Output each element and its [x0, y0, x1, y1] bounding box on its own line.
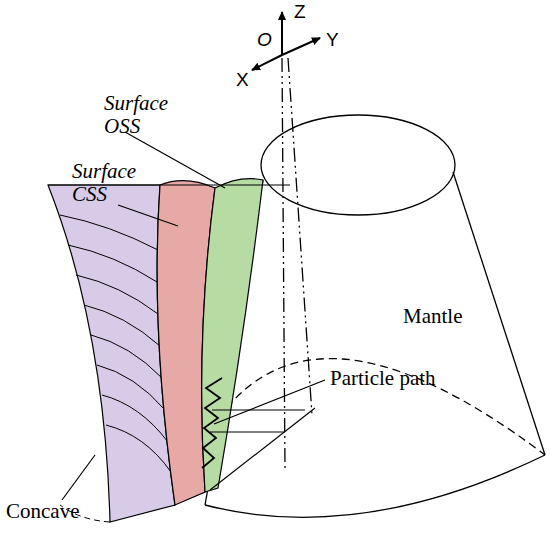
surface-label: Surface CSS: [72, 160, 152, 206]
axis-label: X: [236, 70, 249, 91]
part-label: Concave: [6, 500, 79, 523]
part-label: Mantle: [403, 305, 462, 328]
axis-label: Y: [326, 30, 339, 51]
origin-label: O: [257, 30, 272, 51]
axis-label: Z: [294, 2, 306, 23]
part-label: Particle path: [330, 367, 436, 390]
surface-label: Surface OSS: [104, 92, 184, 138]
